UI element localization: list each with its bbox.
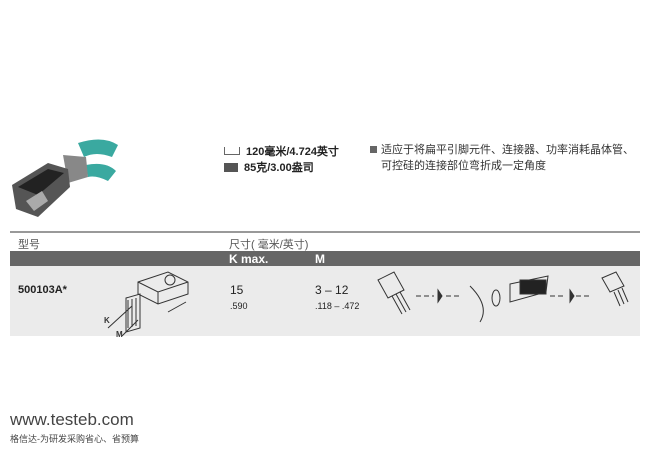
description-line: 可控硅的连接部位弯折成一定角度 (381, 160, 546, 172)
column-dimensions: 尺寸( 毫米/英寸) (229, 239, 309, 251)
svg-text:K: K (104, 316, 110, 325)
divider (10, 231, 640, 233)
k-mm: 15 (230, 283, 244, 297)
column-k: K max. (229, 252, 269, 266)
description-line: 适应于将扁平引脚元件、连接器、功率消耗晶体管、 (381, 144, 634, 156)
ruler-icon (224, 147, 240, 155)
product-image (8, 135, 120, 223)
component-diagram: K M (98, 268, 198, 339)
weight-icon (224, 162, 238, 172)
footer-slogan: 格信达-为研发采购省心、省预算 (10, 434, 139, 444)
column-m: M (315, 252, 325, 266)
column-model: 型号 (18, 239, 40, 251)
table-header-bar: K max. M (10, 251, 640, 266)
k-in: .590 (230, 301, 248, 311)
svg-text:M: M (116, 330, 123, 338)
bullet-icon (370, 146, 377, 153)
footer-site[interactable]: www.testeb.com (10, 410, 134, 429)
table-row: 500103A* K M 15 .590 3 – 12 .118 – .472 (10, 266, 640, 339)
bending-process-illustration (370, 266, 640, 336)
model-number: 500103A* (18, 284, 67, 296)
description: 适应于将扁平引脚元件、连接器、功率消耗晶体管、 可控硅的连接部位弯折成一定角度 (370, 142, 634, 174)
length-spec: 120毫米/4.724英寸 (224, 143, 339, 159)
weight-spec: 85克/3.00盎司 (224, 159, 314, 175)
length-value: 120毫米/4.724英寸 (246, 146, 339, 158)
m-in: .118 – .472 (315, 301, 360, 311)
m-mm: 3 – 12 (315, 283, 349, 297)
weight-value: 85克/3.00盎司 (244, 162, 314, 174)
